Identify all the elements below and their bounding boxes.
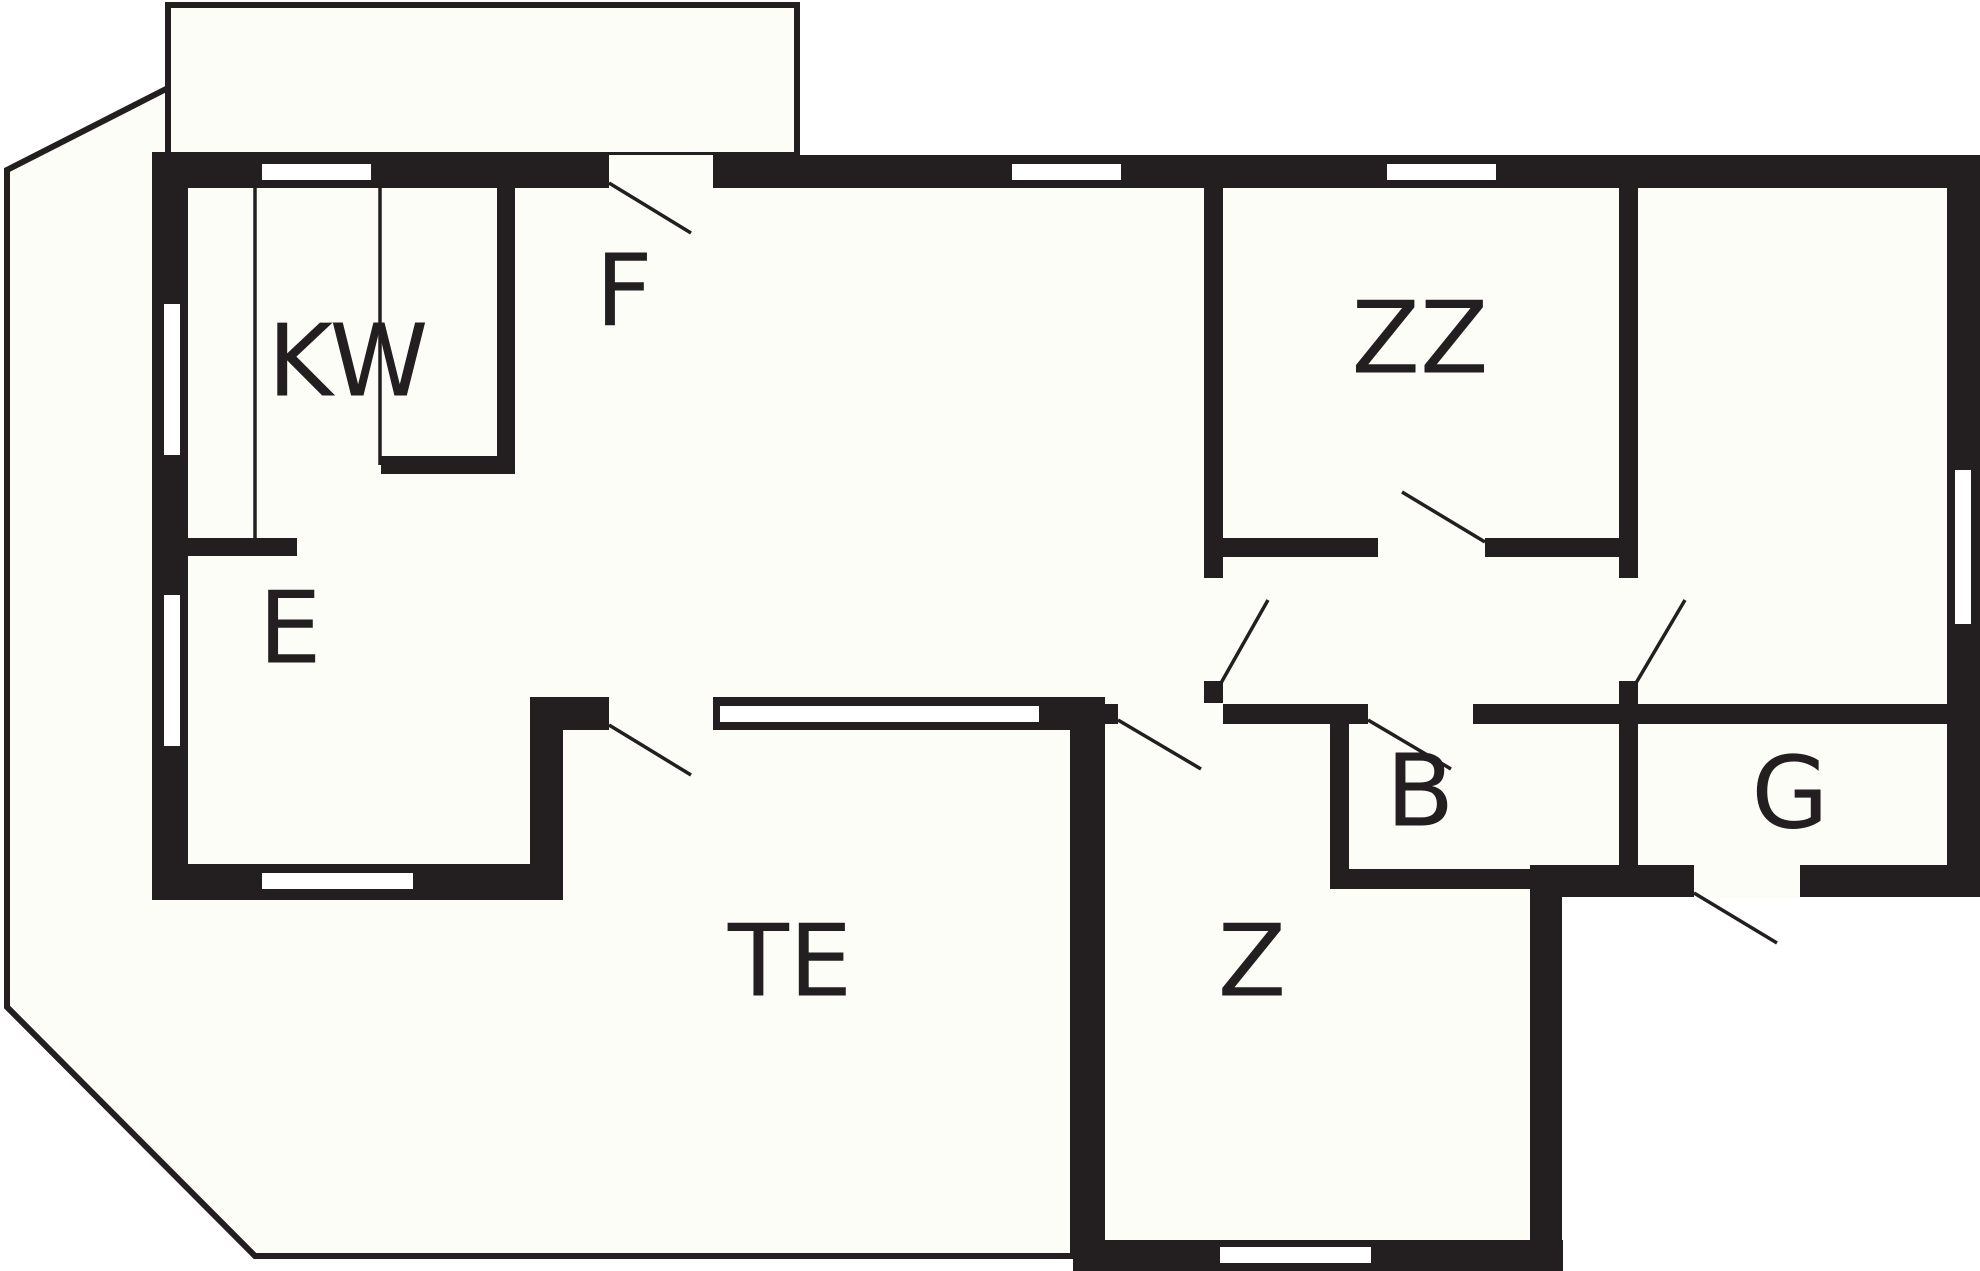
balcony-outline: [165, 2, 800, 158]
windows: [160, 160, 1975, 1267]
room-label-te: TE: [727, 902, 852, 1019]
room-label-z: Z: [1218, 902, 1287, 1019]
door-openings: [609, 155, 1800, 898]
door-leaves: [608, 181, 1778, 945]
counter-lines: [253, 188, 382, 540]
room-label-kw: KW: [268, 302, 429, 419]
room-labels: KW F ZZ E B G TE Z: [258, 232, 1828, 1019]
room-label-e: E: [258, 569, 321, 686]
room-label-b: B: [1386, 732, 1455, 849]
room-label-zz: ZZ: [1351, 279, 1488, 396]
room-label-f: F: [595, 232, 653, 349]
room-label-g: G: [1751, 734, 1829, 851]
